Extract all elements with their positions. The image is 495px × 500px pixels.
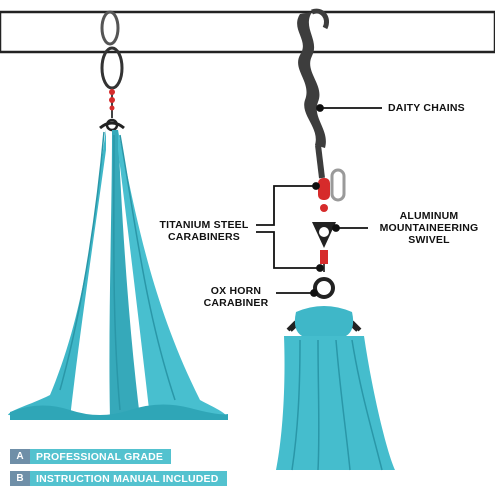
aluminum-label-line2: MOUNTAINEERING (379, 222, 479, 234)
oxhorn-label-line1: OX HORN (210, 285, 262, 297)
badge-b-text: INSTRUCTION MANUAL INCLUDED (30, 471, 227, 486)
aluminum-swivel (312, 222, 336, 272)
aluminum-label-line3: SWIVEL (408, 234, 450, 246)
ceiling-beam (0, 10, 495, 54)
badge-b: B INSTRUCTION MANUAL INCLUDED (10, 471, 227, 486)
leader-lines (256, 104, 382, 297)
ox-horn-label: OX HORN CARABINER (196, 285, 276, 309)
badge-a-text: PROFESSIONAL GRADE (30, 449, 172, 464)
badge-b-letter: B (10, 471, 30, 486)
titanium-label-line1: TITANIUM STEEL (159, 219, 249, 231)
daisy-chains-label: DAITY CHAINS (388, 102, 465, 114)
aluminum-swivel-label: ALUMINUM MOUNTAINEERING SWIVEL (370, 210, 488, 246)
right-fabric (276, 306, 395, 471)
left-rig (99, 10, 125, 132)
oxhorn-label-line2: CARABINER (203, 297, 269, 309)
aluminum-label-line1: ALUMINUM (399, 210, 459, 222)
titanium-label-line2: CARABINERS (167, 231, 240, 243)
titanium-carabiners (318, 168, 346, 212)
daisy-chain (297, 8, 329, 179)
titanium-carabiners-label: TITANIUM STEEL CARABINERS (150, 219, 258, 243)
left-fabric (8, 130, 228, 420)
badge-a-letter: A (10, 449, 30, 464)
badge-a: A PROFESSIONAL GRADE (10, 449, 172, 464)
